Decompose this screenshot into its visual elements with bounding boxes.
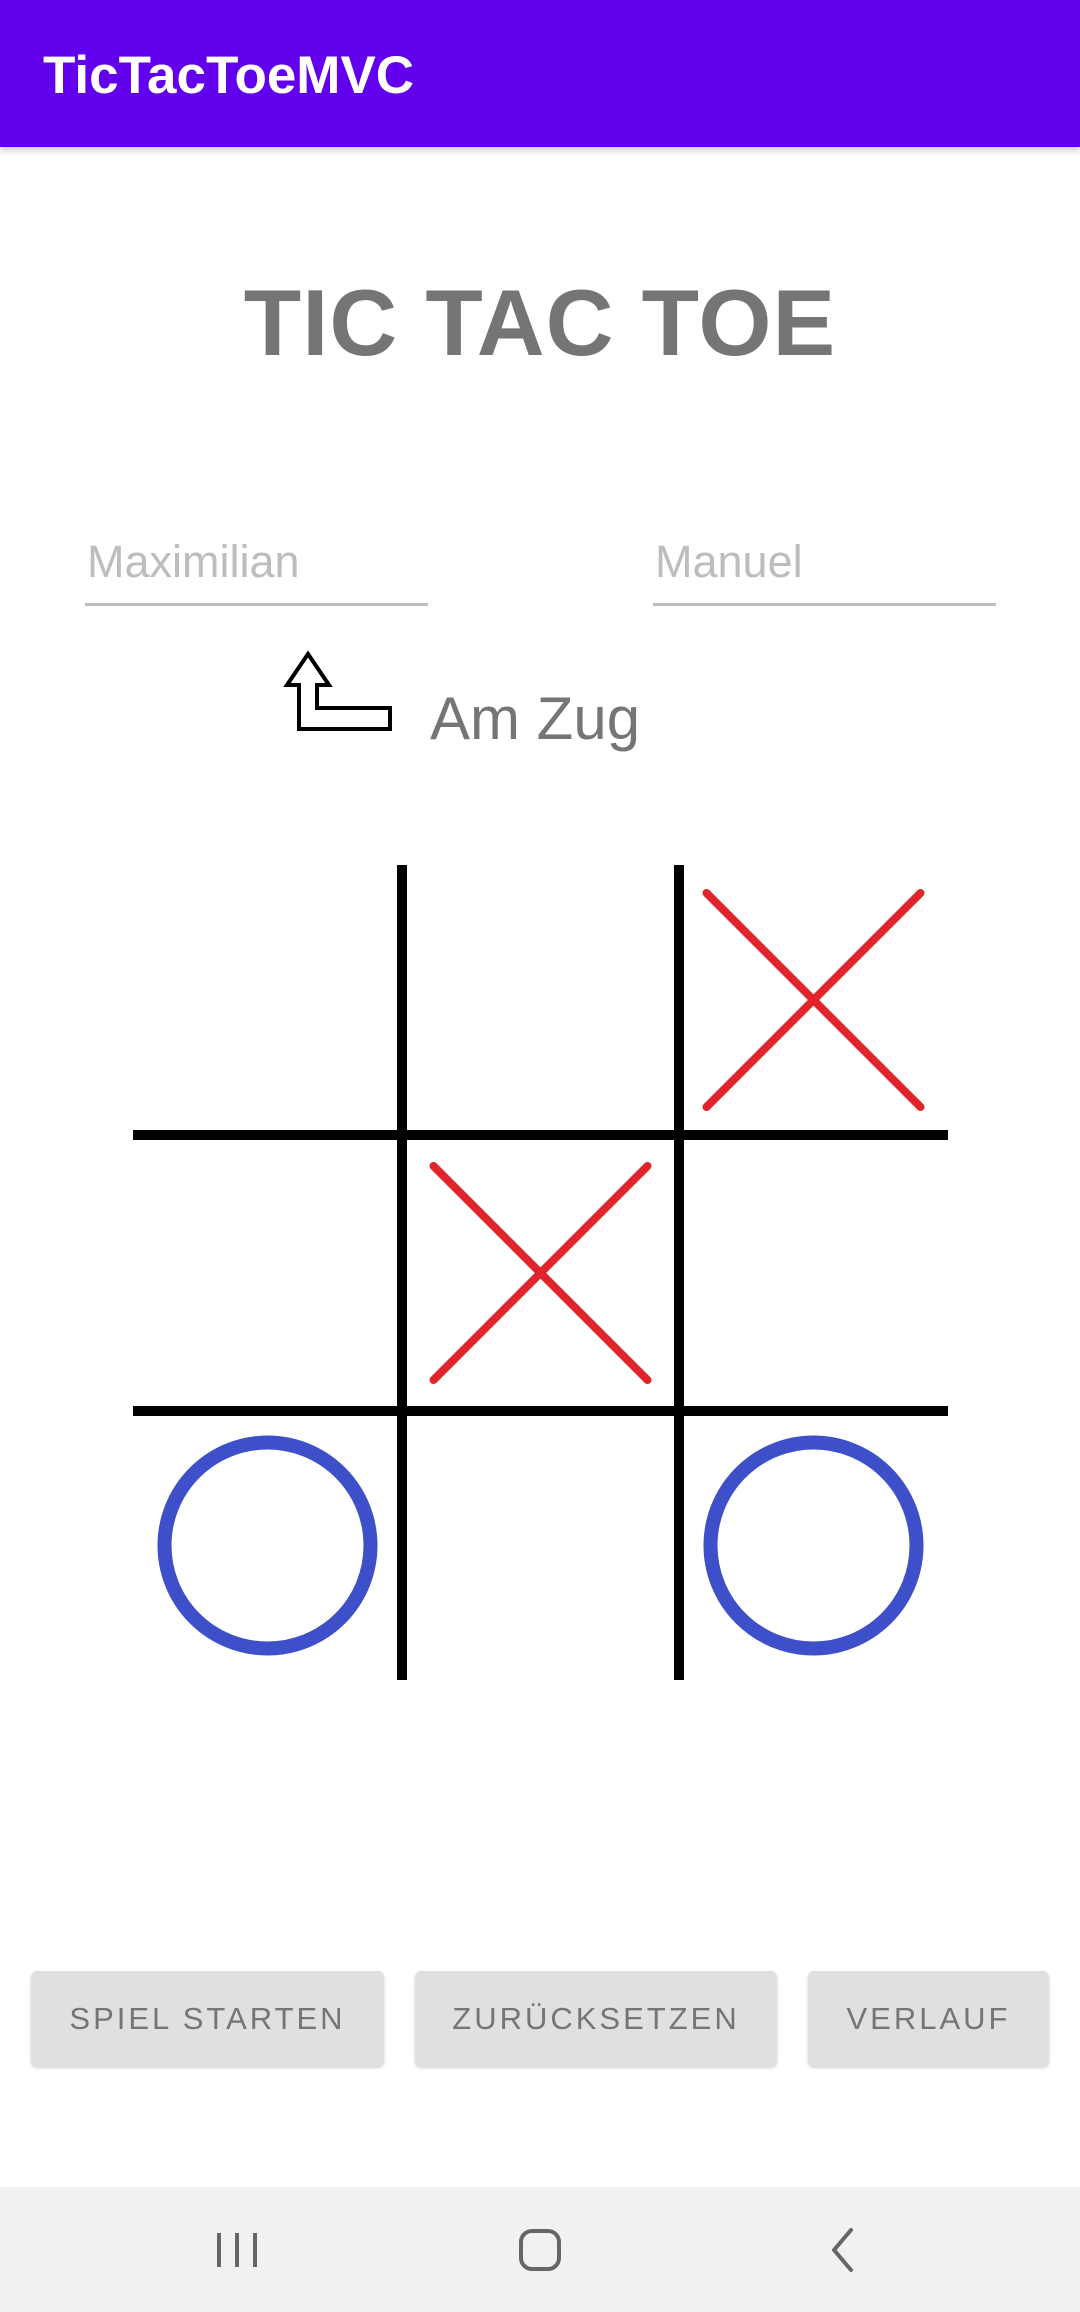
app-title: TicTacToeMVC	[43, 46, 415, 105]
app-bar: TicTacToeMVC	[0, 0, 1080, 147]
start-game-button[interactable]: SPIEL STARTEN	[31, 1971, 384, 2066]
home-icon[interactable]	[480, 2187, 600, 2312]
turn-label: Am Zug	[430, 685, 641, 752]
board-cell-2-3[interactable]	[680, 1138, 950, 1408]
board-cell-1-2[interactable]	[404, 862, 674, 1132]
reset-button[interactable]: ZURÜCKSETZEN	[415, 1971, 777, 2066]
board-cell-1-3[interactable]	[680, 862, 950, 1132]
player2-name-field[interactable]	[653, 530, 996, 606]
player1-name-field[interactable]	[85, 530, 428, 606]
page-title: TIC TAC TOE	[243, 270, 837, 375]
board-cell-3-1[interactable]	[130, 1414, 400, 1684]
board-cell-3-3[interactable]	[680, 1414, 950, 1684]
history-button[interactable]: VERLAUF	[808, 1971, 1049, 2066]
board-cell-2-1[interactable]	[130, 1138, 400, 1408]
system-nav-bar	[0, 2187, 1080, 2312]
back-icon[interactable]	[782, 2187, 902, 2312]
board-cell-2-2[interactable]	[404, 1138, 674, 1408]
board-cell-3-2[interactable]	[404, 1414, 674, 1684]
turn-arrow-icon	[283, 650, 392, 731]
board-cell-1-1[interactable]	[130, 862, 400, 1132]
recents-icon[interactable]	[177, 2187, 297, 2312]
